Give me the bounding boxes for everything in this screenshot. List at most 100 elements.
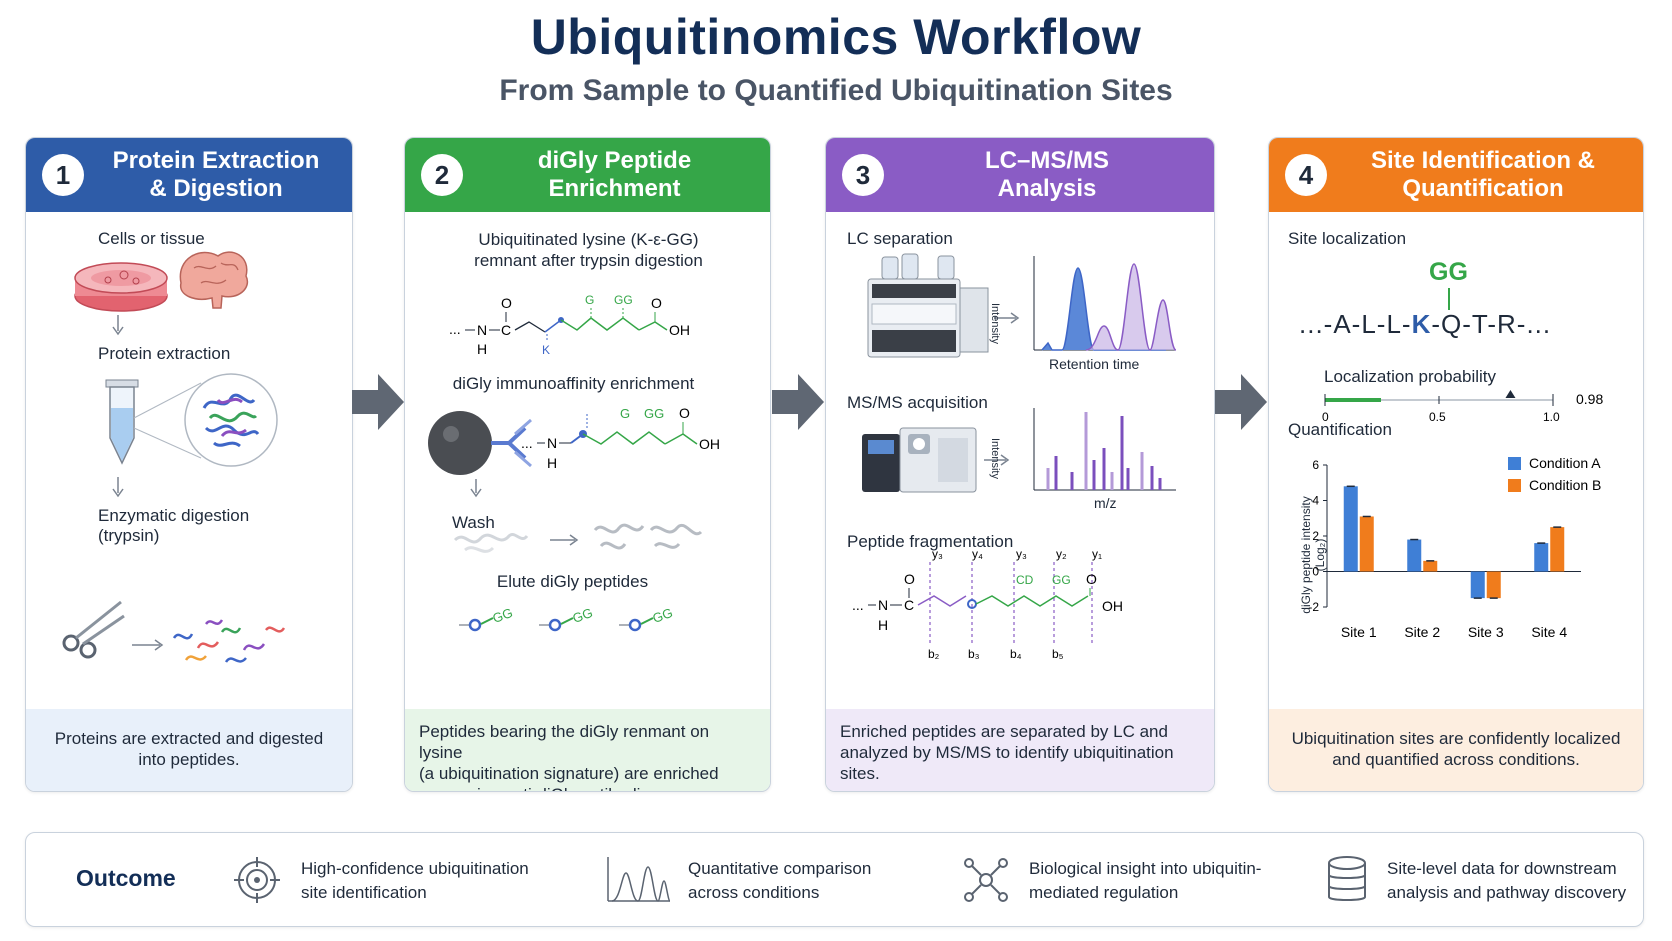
- atom-n: N: [477, 322, 487, 338]
- atom-o-2: O: [651, 295, 662, 311]
- arrow-right-icon: [772, 374, 824, 430]
- probability-marker: [1505, 390, 1516, 398]
- axis-label-mz: m/z: [1094, 495, 1117, 511]
- bar: [1423, 560, 1438, 572]
- panel-header: 2 diGly Peptide Enrichment: [405, 138, 770, 212]
- x-tick-label: Site 4: [1531, 624, 1567, 640]
- x-tick-label: Site 1: [1341, 624, 1377, 640]
- label-enzymatic-digestion: Enzymatic digestion (trypsin): [98, 506, 250, 545]
- atom-o: O: [501, 295, 512, 311]
- database-icon: [1328, 856, 1366, 901]
- label-gg-modification: GG: [1429, 258, 1468, 286]
- legend-swatch: [1508, 457, 1521, 470]
- panel-lcms-analysis: 3 LC–MS/MS Analysis LC separation Intens…: [825, 137, 1215, 792]
- peptide-sequence: ...-A-L-L-K-Q-T-R-...: [1299, 309, 1552, 339]
- atom-c: C: [501, 322, 511, 338]
- prob-tick-05: 0.5: [1429, 410, 1446, 424]
- axis-label-retention-time: Retention time: [1049, 356, 1140, 372]
- prob-tick-1: 1.0: [1543, 410, 1560, 424]
- atom-k: K: [542, 343, 550, 357]
- y-tick-label: 6: [1312, 458, 1319, 472]
- panel-digly-enrichment: 2 diGly Peptide Enrichment Ubiquitinated…: [404, 137, 771, 792]
- panel1-illustrations: [74, 251, 249, 336]
- label-elute: Elute diGly peptides: [496, 572, 649, 591]
- arrow-right-icon: [1215, 374, 1267, 430]
- panel-footer: Ubiquitination sites are confidently loc…: [1269, 709, 1643, 791]
- step-number: 3: [842, 154, 884, 196]
- panel-footer: Peptides bearing the diGly renmant on ly…: [405, 709, 770, 791]
- target-icon: [234, 857, 280, 903]
- panel-title: Protein Extraction & Digestion: [112, 147, 320, 202]
- prob-value: 0.98: [1576, 391, 1603, 407]
- panel-title: Site Identification & Quantification: [1370, 147, 1595, 202]
- lc-instrument-icon: [867, 253, 989, 358]
- label-wash: Wash: [452, 513, 495, 532]
- panel-footer: Proteins are extracted and digested into…: [26, 709, 352, 791]
- label-ubiquitinated-lysine: Ubiquitinated lysine (K-ε-GG) remnant af…: [474, 230, 703, 270]
- label-protein-extraction: Protein extraction: [98, 344, 231, 363]
- modified-lysine: K: [1411, 309, 1432, 339]
- y-tick-label: 4: [1312, 494, 1319, 508]
- x-tick-label: Site 3: [1468, 624, 1504, 640]
- probability-scale: 0 0.5 1.0 0.98: [1322, 390, 1603, 424]
- y-tick-label: 2: [1312, 529, 1319, 543]
- chromatogram: [1033, 256, 1177, 351]
- axis-label-intensity: Intensity: [989, 303, 1001, 344]
- gg-link-line: [1448, 288, 1450, 310]
- atom-gg: GG: [614, 293, 633, 307]
- axis-label-intensity-2: Intensity: [989, 438, 1001, 479]
- prob-tick-0: 0: [1322, 410, 1329, 424]
- label-quantification: Quantification: [1288, 420, 1392, 439]
- step-number: 4: [1285, 154, 1327, 196]
- step-number: 1: [42, 154, 84, 196]
- label-immunoaffinity-enrichment: diGly immunoaffinity enrichment: [452, 374, 695, 393]
- label-peptide-fragmentation: Peptide fragmentation: [847, 532, 1014, 551]
- x-tick-label: Site 2: [1404, 624, 1440, 640]
- legend-swatch: [1508, 479, 1521, 492]
- step-number: 2: [421, 154, 463, 196]
- structure-dots: ...: [449, 321, 461, 337]
- label-site-localization: Site localization: [1288, 229, 1407, 248]
- y-tick-label: -2: [1308, 600, 1319, 614]
- lc-instrument-diagram: [867, 253, 1177, 358]
- page-subtitle: From Sample to Quantified Ubiquitination…: [499, 74, 1173, 107]
- bar: [1343, 486, 1358, 572]
- digly-structure-diagram: ... N H C O K G GG O OH: [449, 293, 690, 357]
- panel-header: 3 LC–MS/MS Analysis: [826, 138, 1214, 212]
- legend-label: Condition A: [1529, 455, 1601, 471]
- outcome-title: Outcome: [76, 865, 176, 891]
- legend-label: Condition B: [1529, 477, 1601, 493]
- label-cells-tissue: Cells or tissue: [98, 229, 205, 248]
- bar: [1550, 527, 1565, 572]
- label-localization-probability: Localization probability: [1324, 367, 1496, 386]
- label-msms-acquisition: MS/MS acquisition: [847, 393, 988, 412]
- arrow-right-icon: [352, 374, 404, 430]
- atom-oh: OH: [669, 322, 690, 338]
- petri-dish-icon: [74, 262, 168, 312]
- panel-title: diGly Peptide Enrichment: [537, 147, 692, 202]
- outcome-item-2: Quantitative comparison across condition…: [688, 859, 872, 902]
- y-tick-label: 0: [1312, 565, 1319, 579]
- network-icon: [964, 858, 1008, 902]
- panel-header: 1 Protein Extraction & Digestion: [26, 138, 352, 212]
- brain-icon: [179, 251, 249, 309]
- bar: [1470, 571, 1485, 599]
- outcome-item-3: Biological insight into ubiquitin- media…: [1029, 859, 1262, 902]
- panel-protein-extraction: 1 Protein Extraction & Digestion Cells o…: [25, 137, 353, 792]
- outcome-item-4: Site-level data for downstream analysis …: [1387, 859, 1627, 902]
- panel-footer: Enriched peptides are separated by LC an…: [826, 709, 1214, 791]
- page-title: Ubiquitinomics Workflow: [530, 9, 1142, 65]
- bar: [1534, 543, 1549, 572]
- label-lc-separation: LC separation: [847, 229, 953, 248]
- atom-h: H: [477, 341, 487, 357]
- outcome-item-1: High-confidence ubiquitination site iden…: [301, 859, 529, 902]
- bar: [1359, 516, 1374, 572]
- panel-site-quantification: 4 Site Identification & Quantification S…: [1268, 137, 1644, 792]
- peaks-icon: [607, 857, 671, 902]
- bar: [1486, 571, 1501, 599]
- bar: [1407, 539, 1422, 572]
- panel-header: 4 Site Identification & Quantification: [1269, 138, 1643, 212]
- panel-title: LC–MS/MS Analysis: [984, 147, 1109, 202]
- outcome-bar: Outcome High-confidence ubiquitination s…: [25, 832, 1644, 927]
